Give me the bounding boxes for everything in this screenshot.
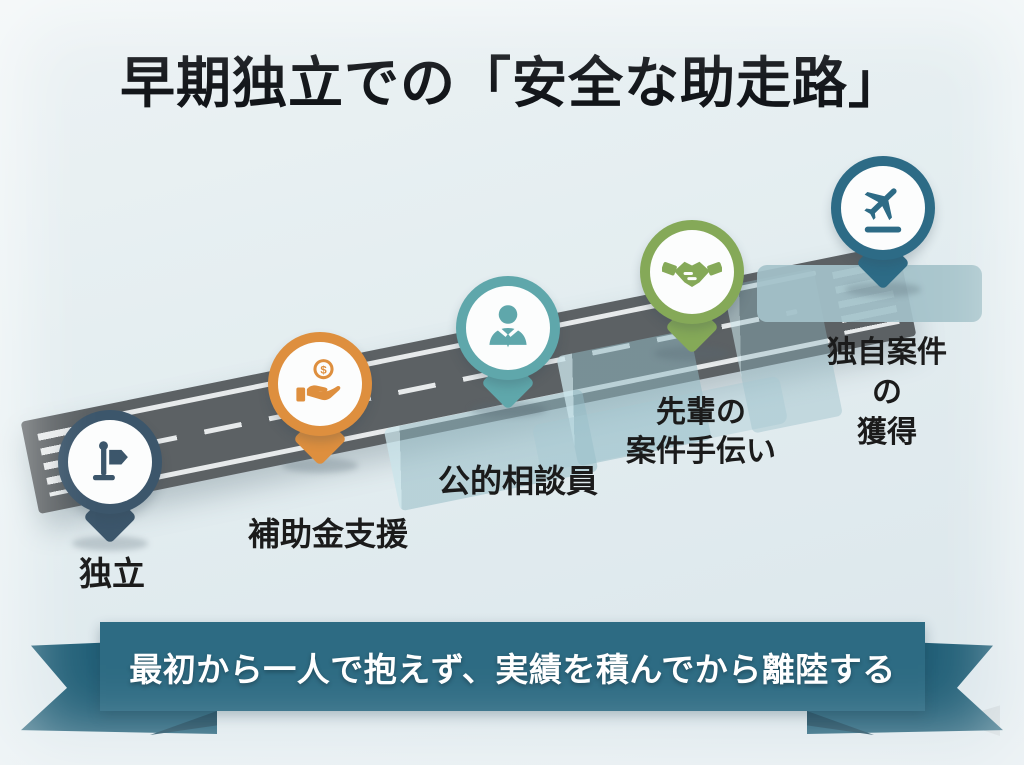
milestone-label-subsidy: 補助金支援: [247, 516, 409, 552]
milestone-label-consultant: 公的相談員: [437, 463, 599, 499]
page-title: 早期独立での「安全な助走路」: [119, 52, 904, 114]
milestone-label-senior-help: 先輩の 案件手伝い: [626, 396, 776, 468]
pin-shadow: [845, 282, 921, 297]
flag-icon: [84, 436, 136, 488]
pin-shadow: [470, 402, 546, 417]
pin-shadow: [72, 536, 148, 551]
milestone-pin-consultant: [456, 276, 560, 418]
takeoff-plane-icon: [855, 180, 911, 236]
milestone-label-independence: 独立: [79, 555, 145, 592]
summary-ribbon: 最初から一人で抱えず、実績を積んでから離陸する: [100, 622, 925, 711]
handshake-icon: [662, 252, 722, 292]
milestone-pin-senior-help: [640, 220, 744, 362]
summary-banner-text: 最初から一人で抱えず、実績を積んでから離陸する: [129, 650, 896, 688]
subsidy-hand-coin-icon: $: [292, 356, 348, 412]
pin-bubble: [58, 410, 162, 514]
pin-shadow: [654, 346, 730, 361]
milestone-pin-own-projects: [831, 156, 935, 298]
pin-bubble: $: [268, 332, 372, 436]
milestone-pin-independence: [58, 410, 162, 552]
pin-bubble: [831, 156, 935, 260]
pin-shadow: [282, 458, 358, 473]
milestone-label-own-projects: 独自案件の 獲得: [827, 336, 947, 449]
pin-bubble: [640, 220, 744, 324]
milestone-pin-subsidy: $: [268, 332, 372, 474]
consultant-person-icon: [481, 301, 535, 355]
svg-text:$: $: [320, 365, 327, 377]
pin-bubble: [456, 276, 560, 380]
